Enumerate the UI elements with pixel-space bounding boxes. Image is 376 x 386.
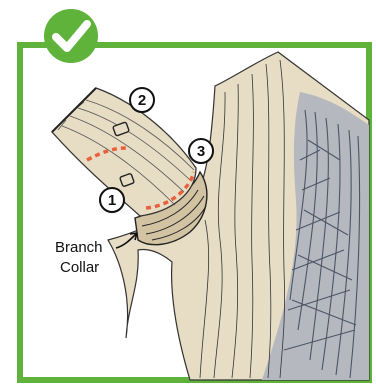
step-marker-2-label: 2 — [138, 92, 146, 109]
step-marker-1-label: 1 — [108, 192, 116, 209]
approved-badge — [44, 9, 98, 63]
callout-line-1: Branch — [55, 239, 103, 256]
step-marker-1: 1 — [100, 188, 124, 212]
step-marker-3: 3 — [189, 139, 213, 163]
step-marker-2: 2 — [130, 88, 154, 112]
callout-line-2: Collar — [60, 259, 99, 276]
step-marker-3-label: 3 — [197, 143, 205, 160]
